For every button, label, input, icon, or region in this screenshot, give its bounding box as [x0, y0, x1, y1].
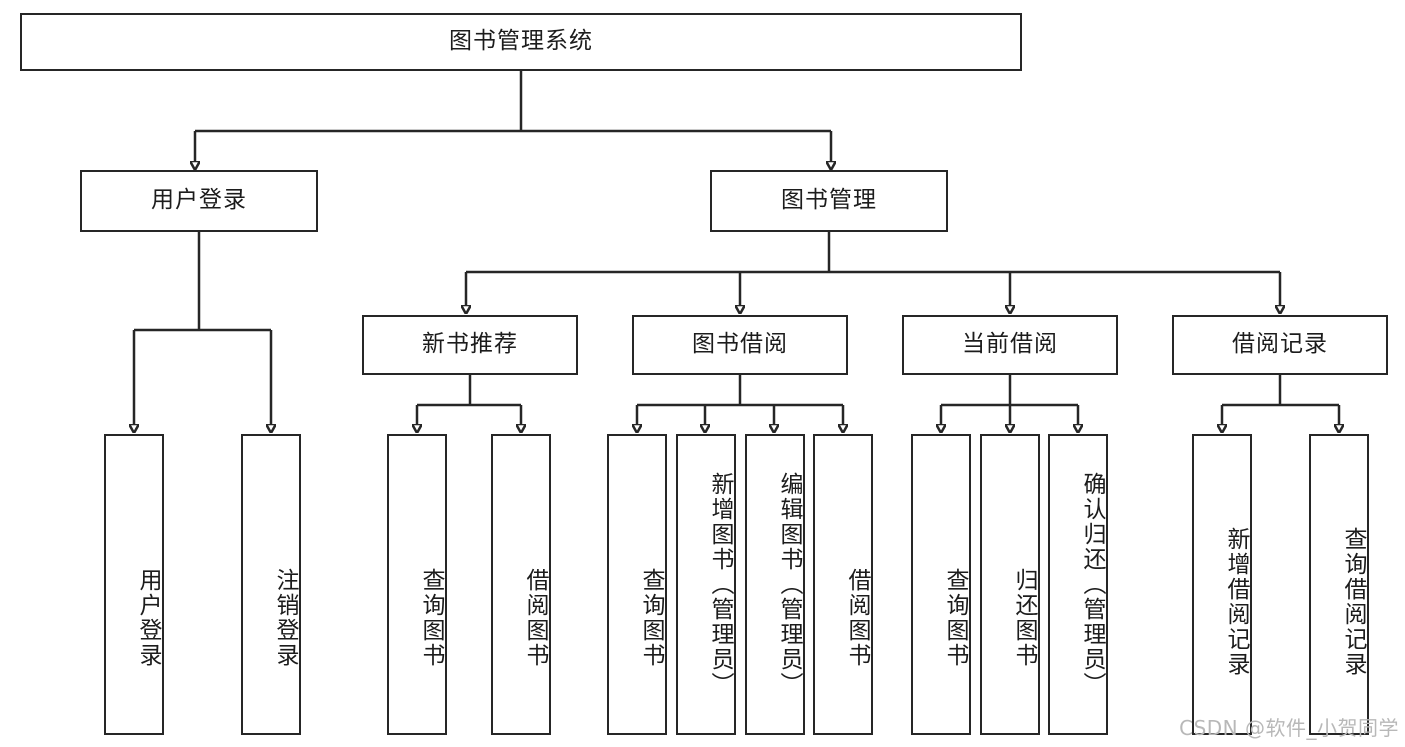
leaf-add-book[interactable]: 新增图书（管理员） — [676, 434, 736, 735]
leaf-add-record-label: 新增借阅记录 — [1223, 526, 1249, 677]
leaf-borrow-book-1-label: 借阅图书 — [522, 567, 548, 668]
node-current-borrow-label: 当前借阅 — [962, 331, 1058, 358]
node-book-manage[interactable]: 图书管理 — [710, 170, 948, 232]
leaf-query-book-1[interactable]: 查询图书 — [387, 434, 447, 735]
leaf-return-book-label: 归还图书 — [1011, 567, 1037, 668]
leaf-user-logout[interactable]: 注销登录 — [241, 434, 301, 735]
leaf-query-book-1-label: 查询图书 — [418, 567, 444, 668]
leaf-query-book-2-label: 查询图书 — [638, 567, 664, 668]
leaf-user-login[interactable]: 用户登录 — [104, 434, 164, 735]
leaf-query-book-2[interactable]: 查询图书 — [607, 434, 667, 735]
leaf-borrow-book-1[interactable]: 借阅图书 — [491, 434, 551, 735]
leaf-query-book-3[interactable]: 查询图书 — [911, 434, 971, 735]
leaf-add-record[interactable]: 新增借阅记录 — [1192, 434, 1252, 735]
node-book-borrow[interactable]: 图书借阅 — [632, 315, 848, 375]
leaf-return-book[interactable]: 归还图书 — [980, 434, 1040, 735]
leaf-user-logout-label: 注销登录 — [272, 567, 298, 668]
leaf-borrow-book-2-label: 借阅图书 — [844, 567, 870, 668]
leaf-query-book-3-label: 查询图书 — [942, 567, 968, 668]
node-borrow-record[interactable]: 借阅记录 — [1172, 315, 1388, 375]
node-root-label: 图书管理系统 — [449, 28, 593, 55]
leaf-edit-book-label: 编辑图书（管理员） — [776, 472, 802, 697]
leaf-query-record-label: 查询借阅记录 — [1340, 526, 1366, 677]
node-borrow-record-label: 借阅记录 — [1232, 331, 1328, 358]
node-new-book-recommend[interactable]: 新书推荐 — [362, 315, 578, 375]
leaf-query-record[interactable]: 查询借阅记录 — [1309, 434, 1369, 735]
node-root[interactable]: 图书管理系统 — [20, 13, 1022, 71]
node-user-login-label: 用户登录 — [151, 187, 247, 214]
leaf-confirm-return-label: 确认归还（管理员） — [1079, 472, 1105, 697]
leaf-edit-book[interactable]: 编辑图书（管理员） — [745, 434, 805, 735]
node-current-borrow[interactable]: 当前借阅 — [902, 315, 1118, 375]
node-new-book-recommend-label: 新书推荐 — [422, 331, 518, 358]
leaf-confirm-return[interactable]: 确认归还（管理员） — [1048, 434, 1108, 735]
node-user-login[interactable]: 用户登录 — [80, 170, 318, 232]
leaf-add-book-label: 新增图书（管理员） — [707, 472, 733, 697]
leaf-borrow-book-2[interactable]: 借阅图书 — [813, 434, 873, 735]
node-book-borrow-label: 图书借阅 — [692, 331, 788, 358]
csdn-watermark: CSDN @软件_小贺同学 — [1179, 716, 1399, 740]
node-book-manage-label: 图书管理 — [781, 187, 877, 214]
leaf-user-login-label: 用户登录 — [135, 567, 161, 668]
